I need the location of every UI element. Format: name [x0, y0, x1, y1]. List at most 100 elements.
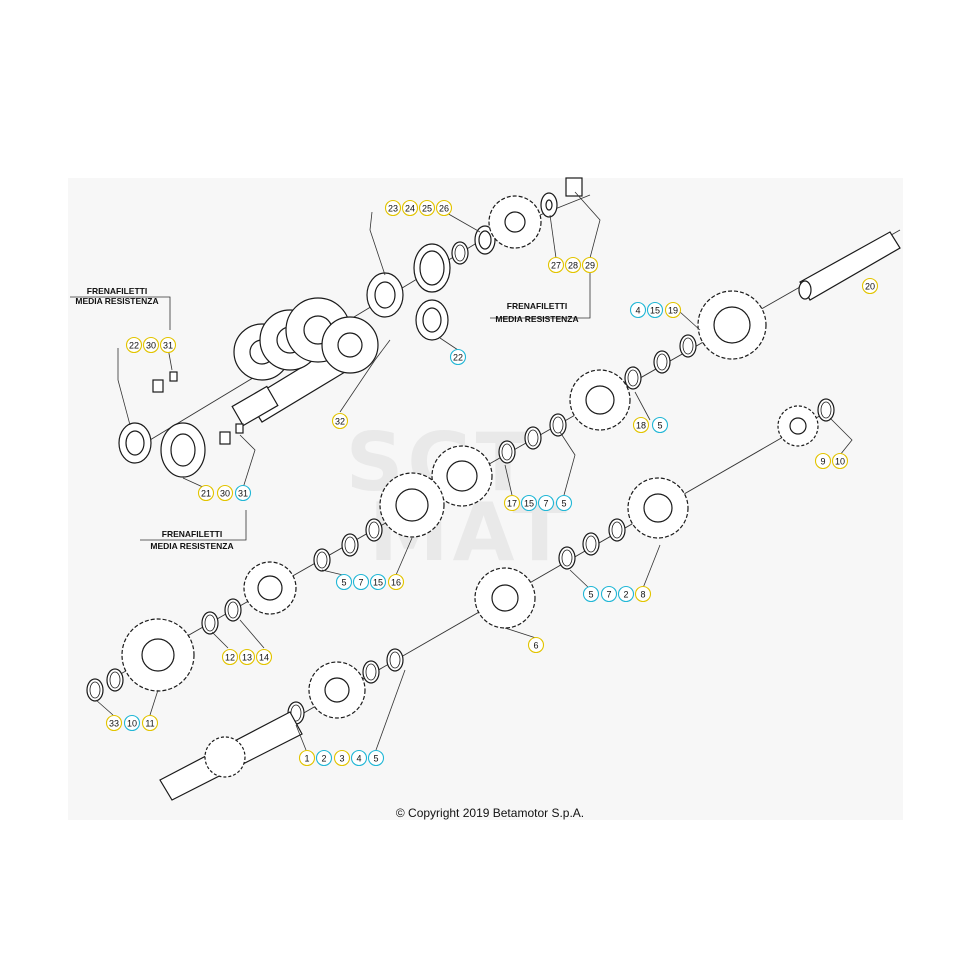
callout-marker	[831, 452, 849, 470]
washer-4-bottom	[362, 660, 380, 684]
callout-6: 6	[527, 636, 545, 654]
callout-label: 28	[568, 261, 578, 271]
callout-marker	[367, 749, 385, 767]
callout-label: 17	[507, 499, 517, 509]
callout-label: 4	[635, 306, 640, 316]
callout-13: 13	[238, 648, 256, 666]
callout-5: 5	[367, 749, 385, 767]
callout-12: 12	[221, 648, 239, 666]
callout-marker	[255, 648, 273, 666]
callout-marker	[369, 573, 387, 591]
callout-32: 32	[331, 412, 349, 430]
callout-marker	[125, 336, 143, 354]
callout-19: 19	[664, 301, 682, 319]
callout-label: 26	[439, 204, 449, 214]
callout-label: 33	[109, 719, 119, 729]
callout-17: 17	[503, 494, 521, 512]
callout-label: 31	[163, 341, 173, 351]
callout-3: 3	[333, 749, 351, 767]
callout-marker	[418, 199, 436, 217]
callout-label: 32	[335, 417, 345, 427]
nut-29	[565, 177, 583, 197]
callout-marker	[537, 494, 555, 512]
callout-marker	[350, 749, 368, 767]
spacer-4-upper	[653, 350, 671, 374]
callout-label: 1	[304, 754, 309, 764]
callout-15: 15	[520, 494, 538, 512]
callout-2: 2	[617, 585, 635, 603]
callout-label: 24	[405, 204, 415, 214]
callout-label: 5	[657, 421, 662, 431]
callout-9: 9	[814, 452, 832, 470]
seal-24	[413, 243, 451, 293]
bearing-22-left	[118, 422, 152, 464]
callout-marker	[547, 256, 565, 274]
callout-31: 31	[234, 484, 252, 502]
callout-marker	[581, 256, 599, 274]
note-line2: MEDIA RESISTENZA	[150, 541, 233, 551]
callout-5: 5	[335, 573, 353, 591]
callout-marker	[646, 301, 664, 319]
note-line1: FRENAFILETTI	[87, 286, 147, 296]
callout-marker	[352, 573, 370, 591]
callout-marker	[141, 714, 159, 732]
callout-1: 1	[298, 749, 316, 767]
callout-27: 27	[547, 256, 565, 274]
callout-label: 22	[453, 353, 463, 363]
gear-14	[243, 561, 297, 615]
callout-18: 18	[632, 416, 650, 434]
callout-26: 26	[435, 199, 453, 217]
bushing-26	[474, 225, 496, 255]
callout-label: 27	[551, 261, 561, 271]
note-line1: FRENAFILETTI	[507, 301, 567, 311]
gear-cluster-32	[231, 297, 379, 427]
leader-lines	[70, 191, 853, 751]
callout-7: 7	[537, 494, 555, 512]
gear-8	[627, 477, 689, 539]
washer-10-low	[106, 668, 124, 692]
note-line2: MEDIA RESISTENZA	[495, 314, 578, 324]
gear-16	[379, 472, 445, 538]
callout-marker	[617, 585, 635, 603]
gear-11	[121, 618, 195, 692]
circlip-5-lower	[558, 546, 576, 570]
callout-marker	[298, 749, 316, 767]
callout-23: 23	[384, 199, 402, 217]
callout-label: 5	[588, 590, 593, 600]
callout-label: 5	[373, 754, 378, 764]
callout-label: 22	[129, 341, 139, 351]
callout-5: 5	[555, 494, 573, 512]
note-frenafiletti-left: FRENAFILETTI MEDIA RESISTENZA	[75, 286, 158, 306]
callout-24: 24	[401, 199, 419, 217]
callout-marker	[216, 484, 234, 502]
callout-28: 28	[564, 256, 582, 274]
callout-label: 3	[339, 754, 344, 764]
callout-marker	[582, 585, 600, 603]
spacer-7-mid	[498, 440, 516, 464]
callout-16: 16	[387, 573, 405, 591]
callout-29: 29	[581, 256, 599, 274]
spacer-12	[201, 611, 219, 635]
callout-label: 10	[835, 457, 845, 467]
callout-4: 4	[350, 749, 368, 767]
spacer-7-lower	[582, 532, 600, 556]
callout-22: 22	[125, 336, 143, 354]
callout-label: 13	[242, 653, 252, 663]
callout-marker	[435, 199, 453, 217]
callout-30: 30	[142, 336, 160, 354]
callout-marker	[629, 301, 647, 319]
callout-7: 7	[600, 585, 618, 603]
callout-7: 7	[352, 573, 370, 591]
callout-label: 15	[373, 578, 383, 588]
callout-label: 5	[561, 499, 566, 509]
callout-8: 8	[634, 585, 652, 603]
callout-22: 22	[449, 348, 467, 366]
callout-label: 29	[585, 261, 595, 271]
gear-18	[569, 369, 631, 431]
callout-marker	[105, 714, 123, 732]
callout-20: 20	[861, 277, 879, 295]
circlip-33	[86, 678, 104, 702]
note-line2: MEDIA RESISTENZA	[75, 296, 158, 306]
spacer-25	[451, 241, 469, 265]
callout-marker	[634, 585, 652, 603]
